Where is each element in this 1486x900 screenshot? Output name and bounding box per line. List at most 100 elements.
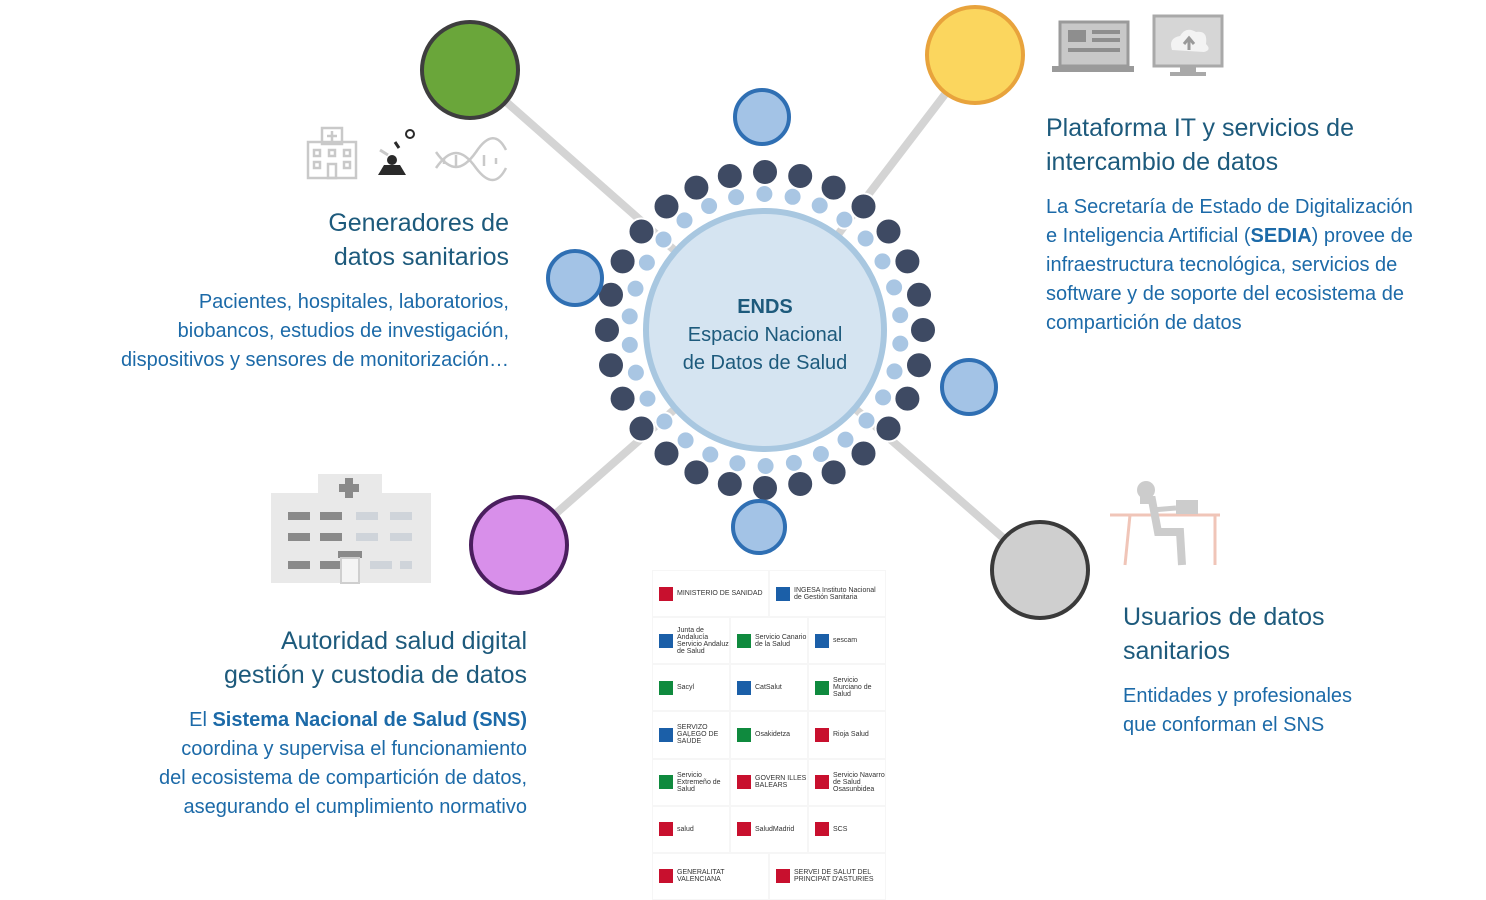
ring-inner-dot xyxy=(727,453,748,474)
health-service-logo: Osakidetza xyxy=(731,712,807,758)
node-ring xyxy=(593,158,937,502)
generadores-block: Generadores de datos sanitarios Paciente… xyxy=(20,206,509,375)
ring-inner-dot xyxy=(625,362,646,383)
ring-inner-dot xyxy=(873,387,894,408)
generadores-title-line2: datos sanitarios xyxy=(333,243,509,271)
logo-mark-icon xyxy=(659,633,673,648)
satellite-nodes xyxy=(546,88,998,555)
ring-outer-dot xyxy=(905,280,933,309)
generadores-desc-line1: Pacientes, hospitales, laboratorios, xyxy=(198,291,509,313)
satellite-top xyxy=(733,88,791,146)
autoridad-desc-line1: El Sistema Nacional de Salud (SNS) xyxy=(40,706,527,735)
plataforma-desc-line4: software y de soporte del ecosistema de xyxy=(1046,283,1404,305)
logo-mark-icon xyxy=(659,586,673,601)
microscope-icon xyxy=(378,129,415,175)
logo-label: INGESA Instituto Nacional de Gestión San… xyxy=(794,586,876,601)
ring-inner-dot xyxy=(783,452,804,473)
usuarios-block: Usuarios de datos sanitarios Entidades y… xyxy=(1123,600,1463,740)
plataforma-block: Plataforma IT y servicios de intercambio… xyxy=(1046,111,1476,338)
usuarios-desc-line1: Entidades y profesionales xyxy=(1123,685,1353,707)
ring-inner-dot xyxy=(700,444,721,465)
logo-mark-icon xyxy=(815,727,829,742)
autoridad-title-line2: gestión y custodia de datos xyxy=(224,661,527,689)
logo-label: CatSalut xyxy=(755,684,782,692)
logo-label: SaludMadrid xyxy=(755,825,795,833)
plataforma-title: Plataforma IT y servicios de intercambio… xyxy=(1046,111,1476,179)
ring-outer-dot xyxy=(874,217,903,246)
health-service-logo: INGESA Instituto Nacional de Gestión San… xyxy=(770,571,885,617)
ring-inner-dot xyxy=(884,277,905,298)
satellite-bottom xyxy=(731,499,787,555)
health-service-logo: Servicio Murciano de Salud xyxy=(809,665,885,711)
central-hub xyxy=(643,208,887,452)
center-label: ENDS Espacio Nacional de Datos de Salud xyxy=(645,293,885,377)
logo-label: Junta de Andalucía Servicio Andaluz de S… xyxy=(677,626,729,655)
ring-inner-dot xyxy=(636,252,657,273)
logo-label: MINISTERIO DE SANIDAD xyxy=(677,590,763,598)
plataforma-desc-line3: infraestructura tecnológica, servicios d… xyxy=(1046,254,1398,276)
ring-inner-dot xyxy=(890,305,911,326)
usuarios-title: Usuarios de datos sanitarios xyxy=(1123,600,1463,668)
plataforma-title-line1: Plataforma IT y servicios de xyxy=(1046,114,1354,142)
usuarios-node xyxy=(990,520,1090,620)
satellite-right xyxy=(940,358,998,416)
logo-mark-icon xyxy=(737,680,751,695)
plataforma-desc-line2: e Inteligencia Artificial (SEDIA) provee… xyxy=(1046,222,1476,251)
ring-outer-dot xyxy=(597,351,625,380)
plataforma-desc-line2-c: ) provee de xyxy=(1311,225,1413,247)
autoridad-node xyxy=(469,495,569,595)
autoridad-description: El Sistema Nacional de Salud (SNS) coord… xyxy=(40,706,527,822)
logo-mark-icon xyxy=(815,822,829,837)
ring-outer-dot xyxy=(849,439,878,468)
ring-outer-dot xyxy=(652,439,681,468)
ring-inner-dot xyxy=(834,209,855,230)
health-service-logo: SERVEI DE SALUT DEL PRINCIPAT D'ASTURIES xyxy=(770,853,885,899)
ring-inner-dot xyxy=(625,278,646,299)
ring-inner-dot xyxy=(754,184,775,204)
ring-inner-dot xyxy=(675,430,696,451)
satellite-left xyxy=(546,249,604,307)
health-service-logo: Servicio Extremeño de Salud xyxy=(653,759,729,805)
ring-inner-dot xyxy=(855,228,876,249)
logo-label: Servicio Extremeño de Salud xyxy=(677,771,721,793)
ring-inner-dot xyxy=(755,456,776,476)
autoridad-desc-line1-a: El xyxy=(189,709,213,731)
logo-mark-icon xyxy=(659,775,673,790)
ring-inner-dot xyxy=(890,333,911,354)
ring-outer-dot xyxy=(715,470,744,498)
plataforma-desc-line1: La Secretaría de Estado de Digitalizació… xyxy=(1046,196,1413,218)
ring-inner-dot xyxy=(872,251,893,272)
health-service-logo: Servicio Navarro de Salud Osasunbidea xyxy=(809,759,885,805)
autoridad-desc-line2: coordina y supervisa el funcionamiento xyxy=(181,738,527,760)
logo-mark-icon xyxy=(815,775,829,790)
usuarios-description: Entidades y profesionales que conforman … xyxy=(1123,682,1463,740)
logo-mark-icon xyxy=(737,775,751,790)
ring-outer-dot xyxy=(819,173,848,202)
ring-outer-dot xyxy=(893,247,922,276)
health-service-logo: Servicio Canario de la Salud xyxy=(731,618,807,664)
ring-outer-dot xyxy=(751,474,779,502)
generadores-description: Pacientes, hospitales, laboratorios, bio… xyxy=(20,288,509,375)
plataforma-node xyxy=(925,5,1025,105)
ring-outer-dot xyxy=(849,192,878,221)
hospital-building-icon xyxy=(306,126,358,180)
ring-inner-dot xyxy=(637,388,658,409)
logo-mark-icon xyxy=(776,586,790,601)
logo-label: salud xyxy=(677,825,694,833)
logo-label: Rioja Salud xyxy=(833,731,869,739)
center-line2: de Datos de Salud xyxy=(682,352,848,374)
laptop-icon xyxy=(1052,20,1134,72)
logo-mark-icon xyxy=(737,822,751,837)
ring-outer-dot xyxy=(627,217,656,246)
autoridad-desc-line3: del ecosistema de compartición de datos, xyxy=(159,767,527,789)
ring-inner-dot xyxy=(726,187,747,208)
health-service-logo: Rioja Salud xyxy=(809,712,885,758)
logo-label: Osakidetza xyxy=(755,731,791,739)
generadores-title-line1: Generadores de xyxy=(328,209,509,237)
logo-label: SERVIZO GALEGO DE SAÚDE xyxy=(677,724,719,746)
health-service-logo: SERVIZO GALEGO DE SAÚDE xyxy=(653,712,729,758)
health-service-logo: salud xyxy=(653,806,729,852)
ring-outer-dot xyxy=(893,384,922,413)
ring-outer-dot xyxy=(593,316,621,344)
health-services-logo-panel: MINISTERIO DE SANIDAD INGESA Instituto Na… xyxy=(652,570,886,900)
